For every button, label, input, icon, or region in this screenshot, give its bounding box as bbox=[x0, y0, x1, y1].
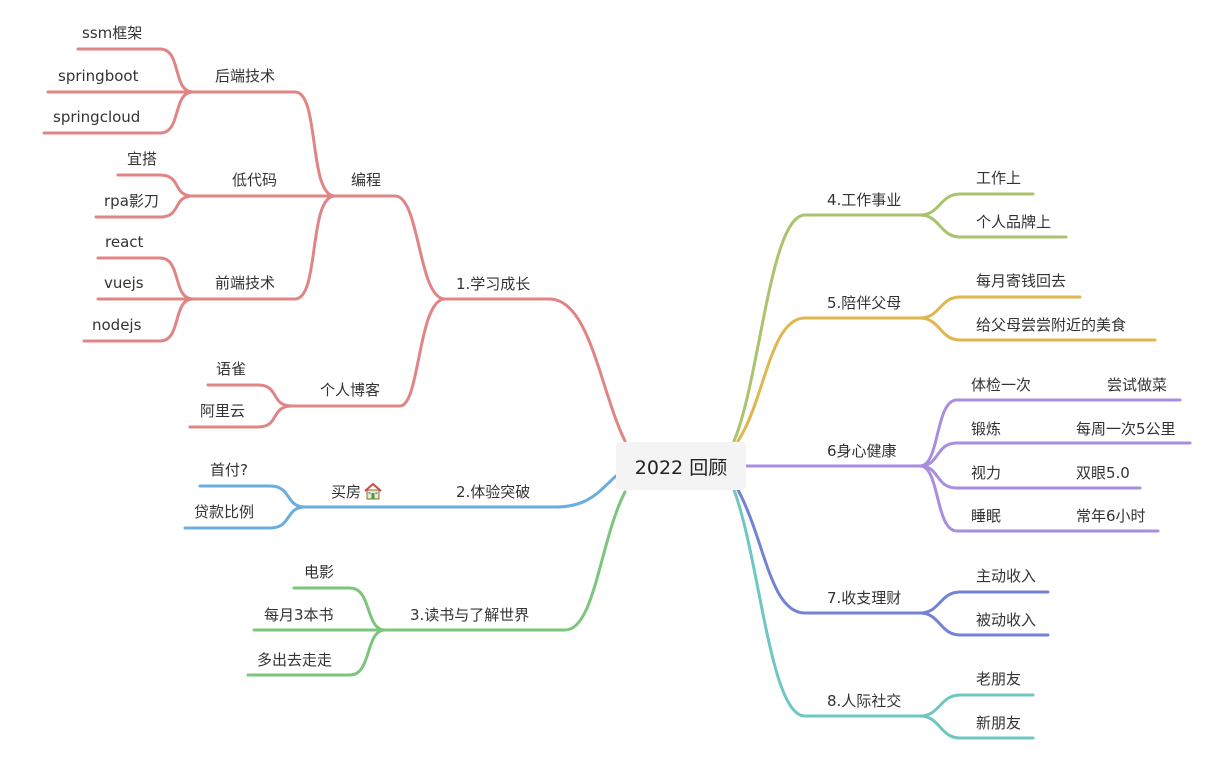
root-node[interactable]: 2022 回顾 bbox=[616, 442, 746, 490]
node-springcloud[interactable]: springcloud bbox=[53, 108, 141, 126]
node-vuejs[interactable]: vuejs bbox=[104, 274, 144, 292]
node-loan-ratio[interactable]: 贷款比例 bbox=[194, 503, 255, 521]
node-career[interactable]: 4.工作事业 bbox=[827, 191, 902, 209]
node-5km[interactable]: 每周一次5公里 bbox=[1076, 420, 1176, 438]
node-sleep[interactable]: 睡眠 bbox=[971, 507, 1002, 525]
node-work[interactable]: 工作上 bbox=[976, 169, 1022, 187]
node-vision[interactable]: 视力 bbox=[971, 464, 1002, 482]
node-send-money[interactable]: 每月寄钱回去 bbox=[976, 272, 1067, 290]
branch-reading-lines bbox=[246, 490, 627, 677]
node-yida[interactable]: 宜搭 bbox=[127, 150, 158, 168]
node-brand[interactable]: 个人品牌上 bbox=[976, 213, 1052, 231]
node-frontend[interactable]: 前端技术 bbox=[215, 274, 276, 292]
node-blog[interactable]: 个人博客 bbox=[320, 381, 381, 399]
node-passive-income[interactable]: 被动收入 bbox=[976, 611, 1037, 629]
node-cooking[interactable]: 尝试做菜 bbox=[1107, 376, 1168, 394]
node-social[interactable]: 8.人际社交 bbox=[827, 692, 902, 710]
node-rpa[interactable]: rpa影刀 bbox=[104, 192, 159, 210]
node-react[interactable]: react bbox=[105, 233, 144, 251]
node-experience[interactable]: 2.体验突破 bbox=[456, 483, 531, 501]
branch-career-lines bbox=[732, 192, 1068, 443]
node-movie[interactable]: 电影 bbox=[304, 563, 335, 581]
node-parents[interactable]: 5.陪伴父母 bbox=[827, 294, 902, 312]
branch-experience-lines bbox=[183, 474, 618, 530]
node-food[interactable]: 给父母尝尝附近的美食 bbox=[976, 316, 1127, 334]
node-learn[interactable]: 1.学习成长 bbox=[456, 275, 531, 293]
node-nodejs[interactable]: nodejs bbox=[92, 316, 142, 334]
node-active-income[interactable]: 主动收入 bbox=[976, 567, 1037, 585]
node-finance[interactable]: 7.收支理财 bbox=[827, 589, 902, 607]
branch-health-lines bbox=[744, 398, 1192, 533]
node-new-friends[interactable]: 新朋友 bbox=[976, 714, 1022, 732]
node-ssm[interactable]: ssm框架 bbox=[82, 24, 143, 42]
node-backend[interactable]: 后端技术 bbox=[215, 67, 276, 85]
node-old-friends[interactable]: 老朋友 bbox=[976, 670, 1022, 688]
node-checkup[interactable]: 体检一次 bbox=[971, 376, 1032, 394]
branch-learn-lines bbox=[42, 47, 627, 443]
house-icon bbox=[364, 482, 382, 505]
node-travel[interactable]: 多出去走走 bbox=[257, 651, 333, 669]
node-springboot[interactable]: springboot bbox=[58, 67, 139, 85]
node-vision-value[interactable]: 双眼5.0 bbox=[1076, 464, 1130, 482]
node-sleep-value[interactable]: 常年6小时 bbox=[1076, 507, 1146, 525]
node-house[interactable]: 买房 bbox=[331, 482, 382, 505]
node-health[interactable]: 6身心健康 bbox=[827, 442, 897, 460]
node-aliyun[interactable]: 阿里云 bbox=[200, 402, 246, 420]
branch-social-lines bbox=[732, 488, 1035, 740]
node-house-label: 买房 bbox=[331, 483, 362, 501]
node-reading[interactable]: 3.读书与了解世界 bbox=[410, 606, 530, 624]
branch-parents-lines bbox=[736, 295, 1157, 443]
node-programming[interactable]: 编程 bbox=[351, 171, 382, 189]
node-books[interactable]: 每月3本书 bbox=[264, 606, 334, 624]
node-exercise[interactable]: 锻炼 bbox=[971, 420, 1002, 438]
node-downpayment[interactable]: 首付? bbox=[210, 461, 248, 479]
branch-finance-lines bbox=[736, 488, 1050, 637]
node-yuque[interactable]: 语雀 bbox=[216, 360, 247, 378]
node-lowcode[interactable]: 低代码 bbox=[232, 171, 278, 189]
